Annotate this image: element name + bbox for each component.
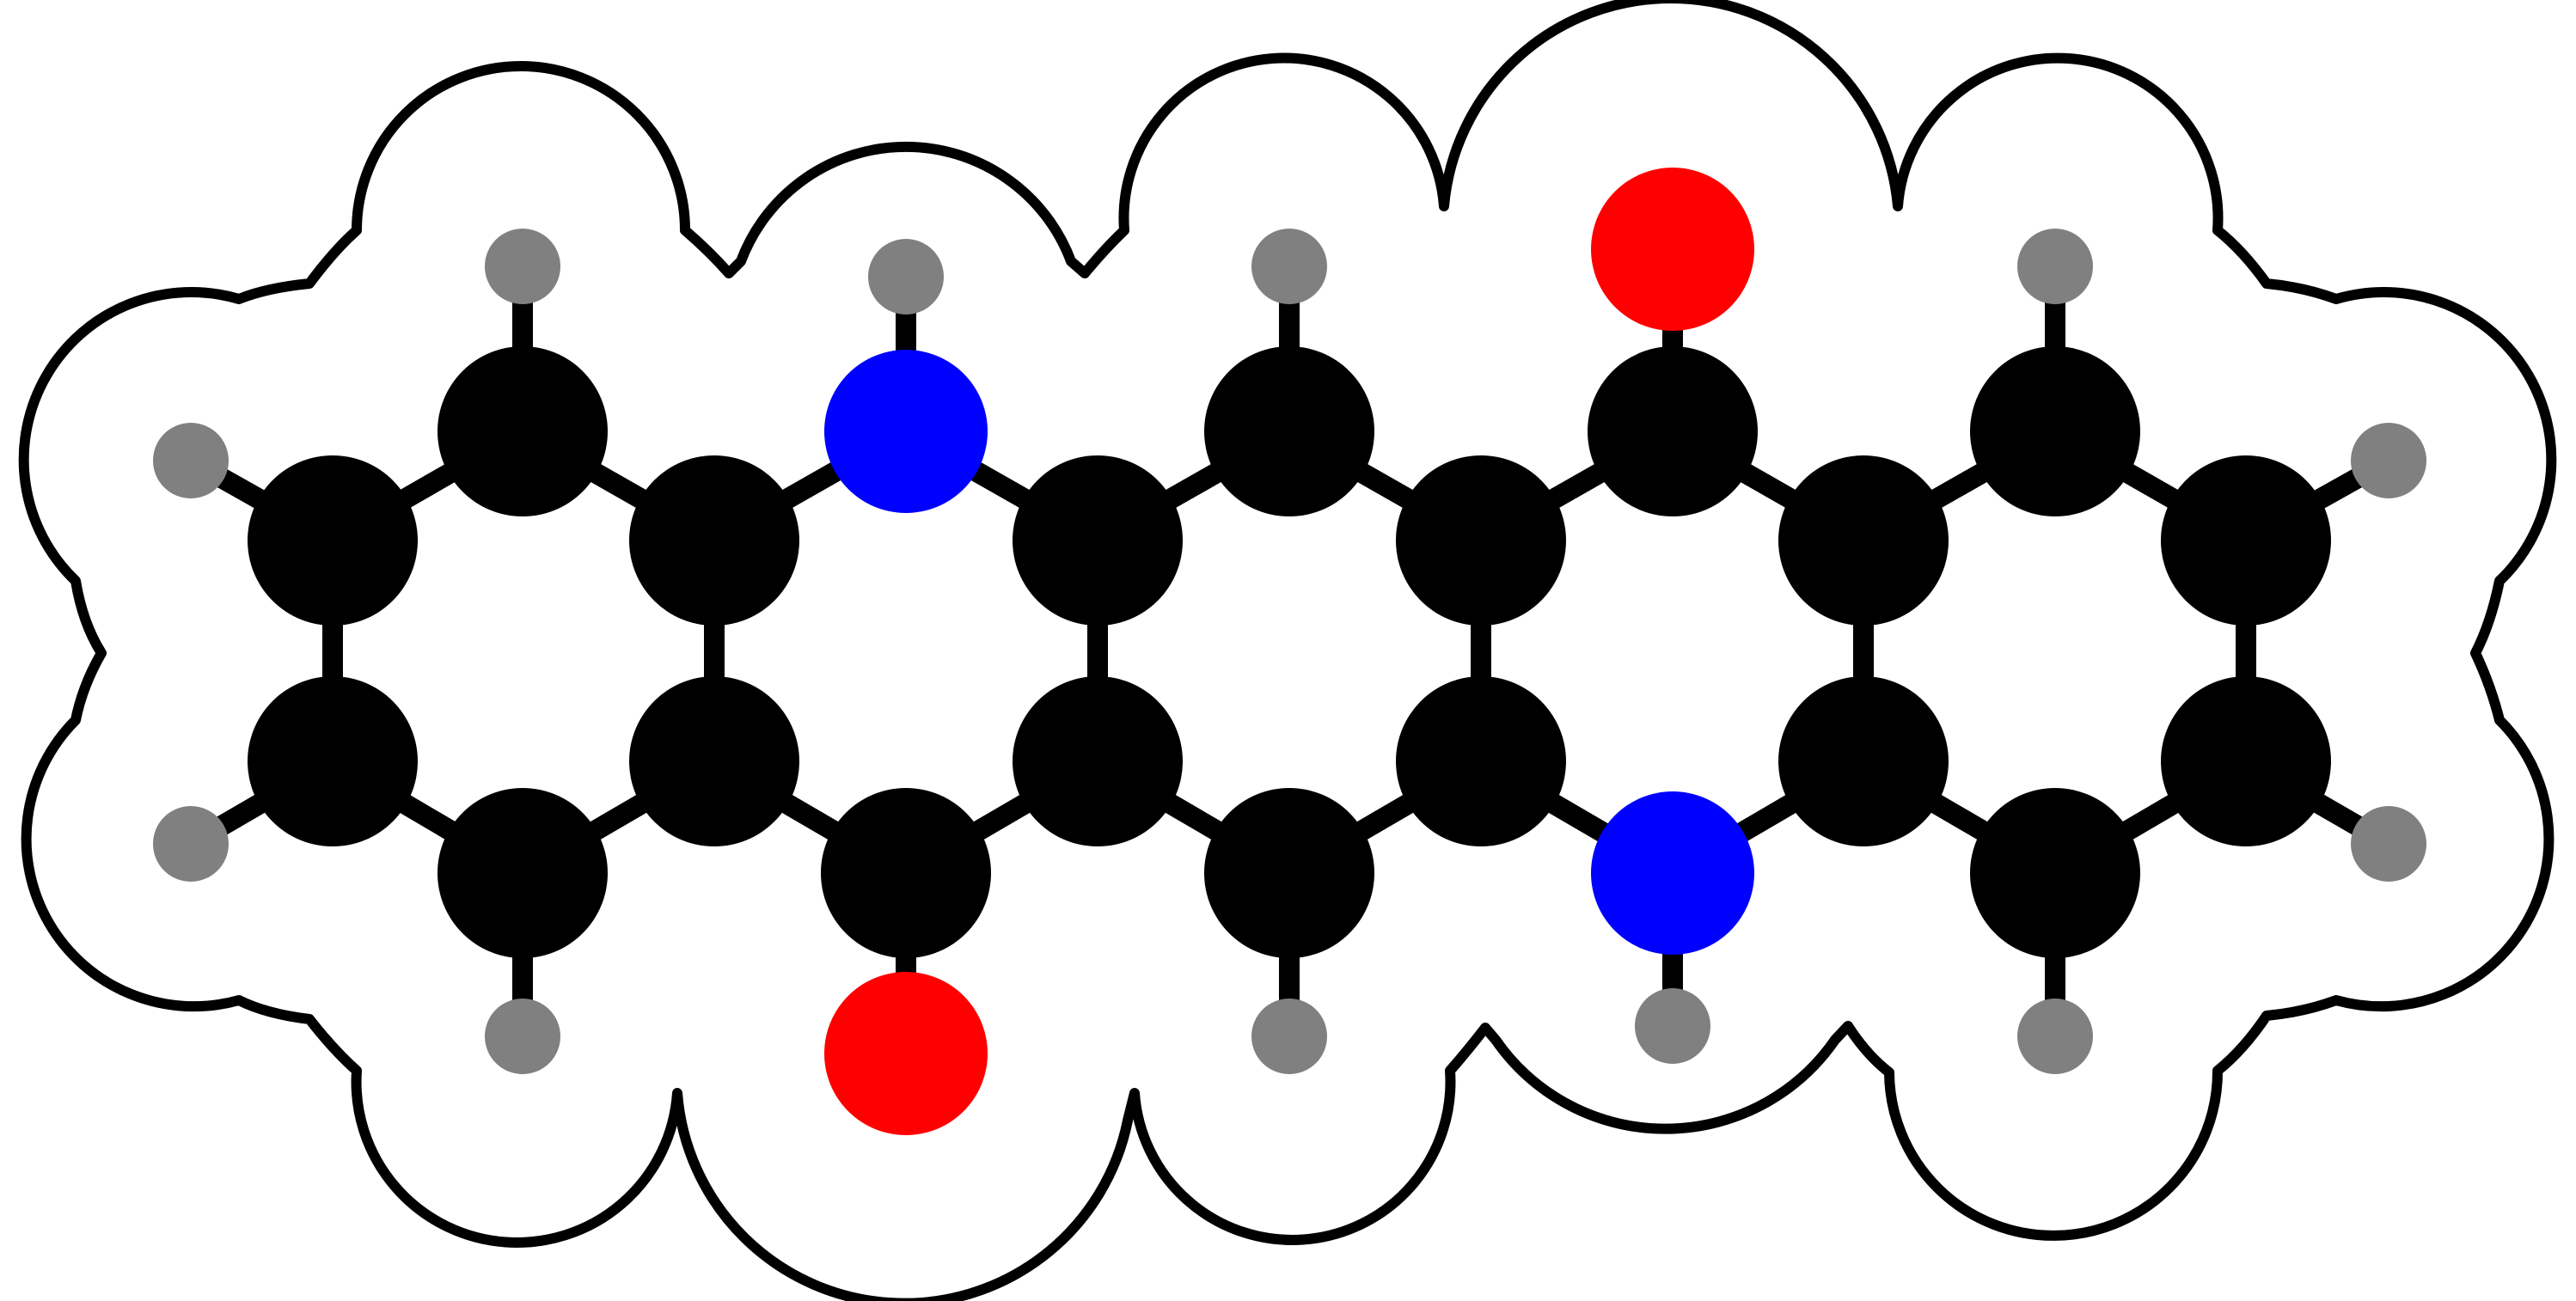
carbon-atom-c8 [1013,455,1183,626]
oxygen-atom-o1 [1591,168,1754,331]
carbon-atom-c19 [2161,455,2331,626]
carbon-atom-c7 [821,788,991,958]
carbon-atom-c12 [1396,455,1566,626]
carbon-atom-c4 [629,676,799,846]
hydrogen-atom-h10 [2351,423,2426,498]
carbon-atom-c3 [629,455,799,626]
carbon-atom-c17 [1970,346,2140,516]
carbon-atom-c16 [1778,676,1949,846]
nitrogen-atom-n1 [824,350,988,513]
carbon-atom-c15 [1778,455,1949,626]
hydrogen-atom-h1 [153,423,229,498]
carbon-atom-c13 [1396,676,1566,846]
carbon-atom-c20 [2161,676,2331,846]
carbon-atom-c10 [1204,346,1374,516]
carbon-atom-c9 [1013,676,1183,846]
hydrogen-atom-h9 [2017,229,2093,304]
carbon-atom-c11 [1204,788,1374,958]
hydrogen-atom-h8 [1635,988,1710,1064]
carbon-atom-c5 [437,788,608,958]
carbon-atom-c14 [1588,346,1758,516]
hydrogen-atom-h4 [485,999,560,1074]
hydrogen-atom-h3 [153,806,229,882]
carbon-atom-c18 [1970,788,2140,958]
hydrogen-atom-h6 [1251,229,1327,304]
hydrogen-atom-h7 [1251,999,1327,1074]
oxygen-atom-o2 [824,972,988,1135]
carbon-atom-c1 [248,455,418,626]
hydrogen-atom-h2 [485,229,560,304]
hydrogen-atom-h11 [2351,806,2426,882]
hydrogen-atom-h12 [2017,999,2093,1074]
molecular-surface-outline [18,0,2557,1301]
hydrogen-atom-h5 [868,239,944,315]
nitrogen-atom-n2 [1591,791,1754,955]
carbon-atom-c6 [248,676,418,846]
atom-layer [153,168,2426,1135]
carbon-atom-c2 [437,346,608,516]
